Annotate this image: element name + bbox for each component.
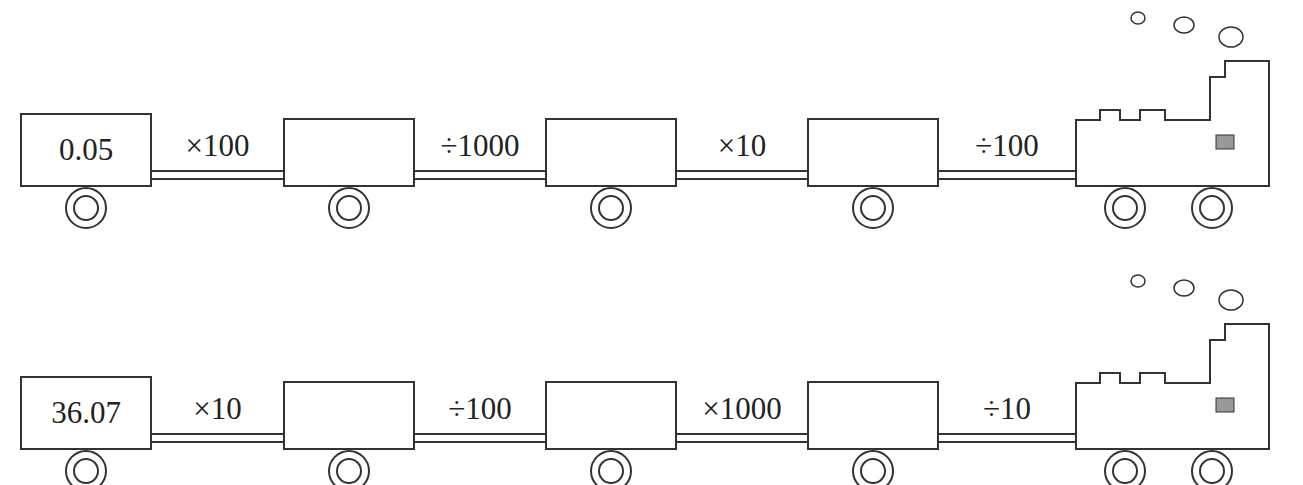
coupling [152,434,283,442]
train-car: 0.05 [20,113,152,187]
operation-label: ÷1000 [438,129,521,163]
wheel [853,188,893,228]
operation-label: ×10 [191,392,243,426]
car-number: 36.07 [51,395,121,431]
operation-label: ÷100 [973,129,1041,163]
operation-label: ÷100 [446,392,514,426]
operation-label: ×10 [716,129,768,163]
train-car [283,381,415,450]
car-number: 0.05 [59,132,113,168]
locomotive-outline [1075,55,1270,187]
coupling [415,171,545,179]
wheel [1192,451,1232,485]
smoke [1131,12,1243,47]
wheel [1105,451,1145,485]
train-car [283,118,415,187]
wheel [66,451,106,485]
wheel [853,451,893,485]
train-car [807,118,939,187]
train-car [545,118,677,187]
train-car: 36.07 [20,376,152,450]
wheel [329,451,369,485]
coupling [152,171,283,179]
locomotive [1075,55,1270,187]
operation-label: ×1000 [700,392,783,426]
train-car [545,381,677,450]
coupling [677,434,807,442]
wheel [1105,188,1145,228]
locomotive-outline [1075,318,1270,450]
wheel [591,188,631,228]
coupling [939,171,1075,179]
wheel [591,451,631,485]
wheel [329,188,369,228]
smoke [1131,275,1243,310]
operation-label: ×100 [184,129,252,163]
locomotive [1075,318,1270,450]
train-car [807,381,939,450]
wheel [1192,188,1232,228]
operation-label: ÷10 [981,392,1033,426]
coupling [415,434,545,442]
coupling [939,434,1075,442]
wheel [66,188,106,228]
coupling [677,171,807,179]
